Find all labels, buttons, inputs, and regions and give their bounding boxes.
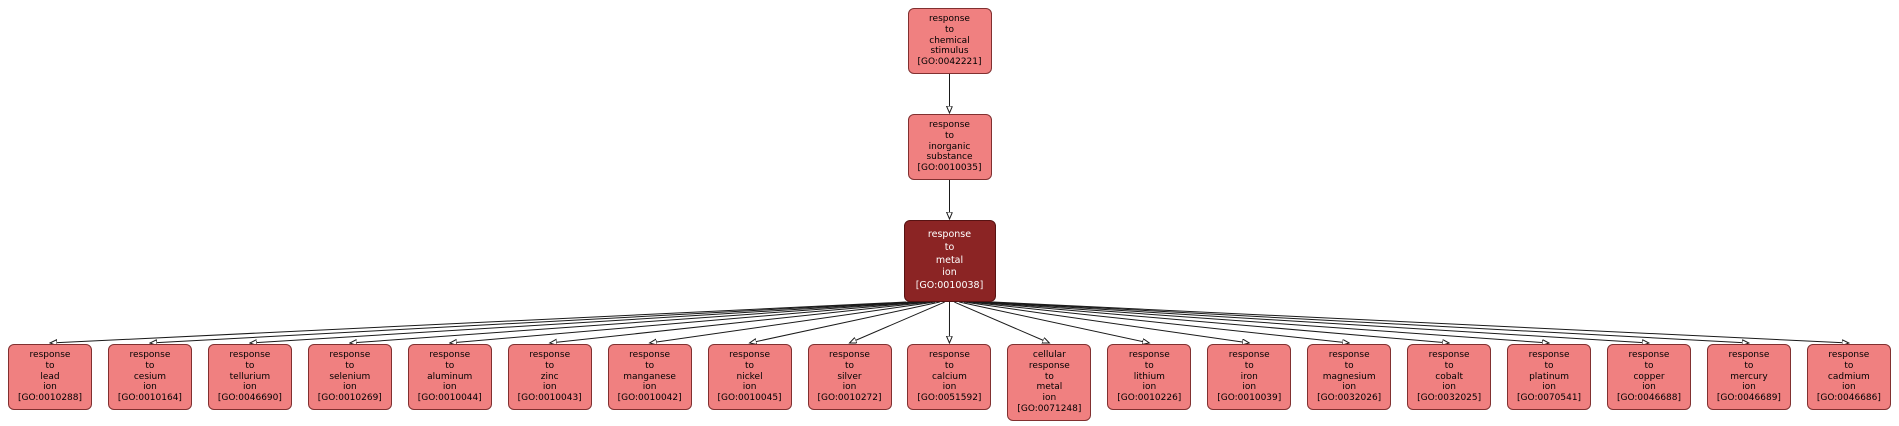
edge (963, 301, 1249, 343)
edge (650, 301, 936, 343)
node-label: response to mercury ion [GO:0046689] (1716, 350, 1781, 404)
edge (954, 301, 1049, 343)
node-response-to-inorganic-substance[interactable]: response to inorganic substance [GO:0010… (907, 113, 992, 180)
node-label: response to chemical stimulus [GO:004222… (917, 14, 982, 68)
node-response-to-tellurium-ion[interactable]: response to tellurium ion [GO:0046690] (207, 344, 292, 410)
node-label: response to tellurium ion [GO:0046690] (217, 350, 282, 404)
node-response-to-nickel-ion[interactable]: response to nickel ion [GO:0010045] (707, 344, 792, 410)
node-label: response to nickel ion [GO:0010045] (717, 350, 782, 404)
node-response-to-copper-ion[interactable]: response to copper ion [GO:0046688] (1607, 344, 1691, 410)
edge (973, 301, 1449, 343)
node-label: response to lithium ion [GO:0010226] (1117, 350, 1182, 404)
edge (550, 301, 931, 343)
node-label: response to cobalt ion [GO:0032025] (1417, 350, 1482, 404)
node-label: response to aluminum ion [GO:0010044] (417, 350, 482, 404)
edge (983, 301, 1649, 343)
node-label: response to selenium ion [GO:0010269] (317, 350, 382, 404)
node-label: response to silver ion [GO:0010272] (817, 350, 882, 404)
edge (978, 301, 1550, 343)
node-label: response to metal ion [GO:0010038] (915, 228, 984, 292)
edge (850, 301, 945, 343)
ancestor-chain: response to chemical stimulus [GO:004222… (903, 8, 996, 303)
edge (993, 301, 1849, 343)
node-label: response to lead ion [GO:0010288] (17, 350, 83, 404)
edge (968, 301, 1349, 343)
edge (450, 301, 926, 343)
node-response-to-platinum-ion[interactable]: response to platinum ion [GO:0070541] (1507, 344, 1592, 410)
node-label: response to manganese ion [GO:0010042] (617, 350, 682, 404)
children-row: response to lead ion [GO:0010288] respon… (8, 344, 1891, 421)
node-label: cellular response to metal ion [GO:00712… (1017, 350, 1082, 414)
node-response-to-aluminum-ion[interactable]: response to aluminum ion [GO:0010044] (407, 344, 492, 410)
node-label: response to inorganic substance [GO:0010… (917, 119, 982, 174)
edge (50, 301, 906, 343)
node-response-to-selenium-ion[interactable]: response to selenium ion [GO:0010269] (307, 344, 392, 410)
edge (750, 301, 940, 343)
node-label: response to copper ion [GO:0046688] (1616, 350, 1682, 404)
edge (350, 301, 921, 343)
node-response-to-silver-ion[interactable]: response to silver ion [GO:0010272] (807, 344, 892, 410)
edge (988, 301, 1749, 343)
node-response-to-lithium-ion[interactable]: response to lithium ion [GO:0010226] (1107, 344, 1192, 410)
node-label: response to calcium ion [GO:0051592] (917, 350, 982, 404)
edge (150, 301, 911, 343)
node-response-to-cobalt-ion[interactable]: response to cobalt ion [GO:0032025] (1407, 344, 1492, 410)
node-response-to-mercury-ion[interactable]: response to mercury ion [GO:0046689] (1706, 344, 1791, 410)
node-response-to-manganese-ion[interactable]: response to manganese ion [GO:0010042] (607, 344, 692, 410)
node-response-to-cesium-ion[interactable]: response to cesium ion [GO:0010164] (107, 344, 192, 410)
node-response-to-iron-ion[interactable]: response to iron ion [GO:0010039] (1207, 344, 1292, 410)
node-label: response to zinc ion [GO:0010043] (517, 350, 582, 404)
node-response-to-metal-ion-selected[interactable]: response to metal ion [GO:0010038] (903, 219, 996, 303)
node-label: response to cesium ion [GO:0010164] (117, 350, 182, 404)
node-response-to-lead-ion[interactable]: response to lead ion [GO:0010288] (8, 344, 92, 410)
node-label: response to cadmium ion [GO:0046686] (1816, 350, 1881, 404)
node-response-to-cadmium-ion[interactable]: response to cadmium ion [GO:0046686] (1806, 344, 1891, 410)
node-label: response to platinum ion [GO:0070541] (1517, 350, 1582, 404)
edge (250, 301, 916, 343)
node-response-to-magnesium-ion[interactable]: response to magnesium ion [GO:0032026] (1307, 344, 1392, 410)
node-label: response to iron ion [GO:0010039] (1217, 350, 1282, 404)
node-response-to-zinc-ion[interactable]: response to zinc ion [GO:0010043] (507, 344, 592, 410)
node-response-to-calcium-ion[interactable]: response to calcium ion [GO:0051592] (907, 344, 992, 410)
node-cellular-response-to-metal-ion[interactable]: cellular response to metal ion [GO:00712… (1007, 344, 1092, 421)
edge (959, 301, 1149, 343)
node-response-to-chemical-stimulus[interactable]: response to chemical stimulus [GO:004222… (907, 8, 992, 74)
node-label: response to magnesium ion [GO:0032026] (1317, 350, 1382, 404)
